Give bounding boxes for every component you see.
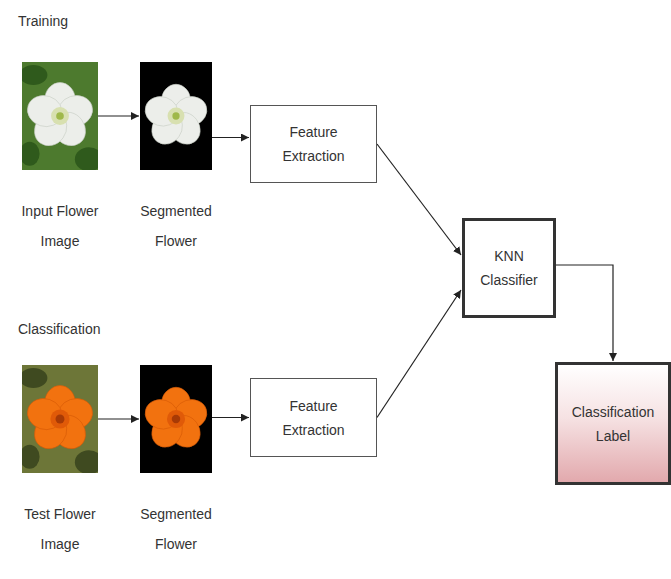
foliage: [75, 450, 98, 473]
flower-center: [172, 112, 179, 119]
picture-ground: [140, 62, 212, 170]
image-caption: Input Flower Image: [14, 196, 106, 256]
box-text: Feature Extraction: [251, 120, 376, 168]
picture-ground: [140, 365, 212, 473]
flower-picture: [140, 62, 212, 170]
flower-center: [167, 410, 185, 428]
connector: [377, 144, 461, 255]
flower-center: [51, 107, 69, 125]
flower-center: [168, 108, 185, 125]
image-caption: Segmented Flower: [130, 499, 222, 559]
connector: [98, 115, 139, 116]
flower-center: [56, 415, 65, 424]
process-box: Feature Extraction: [250, 378, 377, 457]
flower-center: [56, 112, 64, 120]
flower-picture: [22, 365, 98, 473]
section-label: Classification: [18, 320, 100, 338]
foliage: [22, 445, 40, 469]
image-caption: Segmented Flower: [130, 196, 222, 256]
flower-center: [50, 409, 69, 428]
flower-center: [172, 415, 180, 423]
image-caption: Test Flower Image: [14, 499, 106, 559]
flower-image: Input Flower Image: [22, 62, 98, 170]
foliage: [22, 368, 47, 388]
connector: [98, 418, 139, 419]
classifier-box: KNN Classifier: [462, 218, 556, 318]
connector: [212, 417, 249, 418]
connector: [556, 265, 613, 361]
connector: [212, 137, 249, 138]
output-box: Classification Label: [555, 362, 671, 485]
box-text: KNN Classifier: [465, 244, 553, 292]
flower-picture: [22, 62, 98, 170]
foliage: [22, 65, 47, 85]
connector: [377, 290, 461, 418]
process-box: Feature Extraction: [250, 105, 377, 183]
foliage: [22, 142, 40, 166]
section-label: Training: [18, 12, 68, 30]
flower-image: Segmented Flower: [140, 365, 212, 473]
flower-picture: [140, 365, 212, 473]
box-text: Feature Extraction: [251, 394, 376, 442]
foliage: [75, 147, 98, 170]
box-text: Classification Label: [558, 400, 668, 448]
flower-image: Test Flower Image: [22, 365, 98, 473]
flower-image: Segmented Flower: [140, 62, 212, 170]
